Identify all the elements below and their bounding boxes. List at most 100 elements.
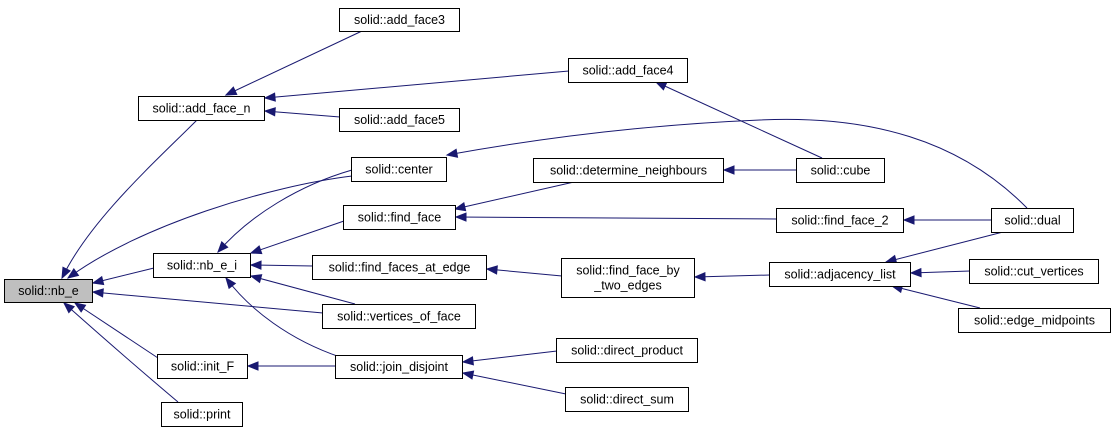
node-cut_vertices[interactable]: solid::cut_vertices [969, 259, 1099, 284]
node-add_face4[interactable]: solid::add_face4 [568, 58, 688, 83]
node-init_F[interactable]: solid::init_F [157, 354, 248, 379]
edge-dual-to-adjacency_list [884, 231, 1004, 264]
edge-line [217, 169, 353, 253]
arrowhead [461, 370, 475, 380]
edge-vertices_of_face-to-nb_e_i [249, 274, 356, 305]
node-find_face[interactable]: solid::find_face [343, 205, 456, 230]
node-dual[interactable]: solid::dual [991, 208, 1074, 233]
node-label: solid::cut_vertices [984, 265, 1083, 279]
node-label: solid::vertices_of_face [337, 310, 461, 324]
edge-add_face3-to-add_face_n [224, 30, 363, 96]
edges-layer [61, 30, 1028, 403]
node-label: solid::cube [811, 164, 871, 178]
edge-line [63, 302, 179, 403]
node-label: solid::join_disjoint [350, 360, 449, 374]
edge-determine_neighbours-to-find_face [453, 181, 575, 212]
arrowhead [445, 148, 459, 158]
node-box [991, 208, 1074, 233]
arrowhead [453, 202, 467, 212]
arrowhead [461, 356, 474, 366]
node-label: solid::init_F [171, 360, 235, 374]
node-label: solid::print [174, 408, 231, 422]
edge-line [225, 277, 341, 358]
node-label: solid::find_faces_at_edge [329, 261, 471, 275]
node-label: solid::add_face_n [153, 102, 251, 116]
node-direct_sum[interactable]: solid::direct_sum [565, 387, 689, 412]
edge-line [462, 372, 567, 395]
node-add_face_n[interactable]: solid::add_face_n [138, 96, 265, 121]
edge-vertices_of_face-to-nb_e [91, 288, 324, 314]
arrowhead [263, 92, 276, 102]
node-box [153, 253, 251, 278]
node-box [969, 259, 1099, 284]
edge-direct_sum-to-join_disjoint [461, 370, 567, 395]
edge-cube-to-add_face4 [654, 81, 823, 159]
node-determine_neighbours[interactable]: solid::determine_neighbours [533, 158, 724, 183]
node-box [533, 158, 724, 183]
node-box [339, 108, 460, 132]
node-label: solid::direct_product [571, 344, 683, 358]
node-box [556, 338, 698, 363]
node-find_face_by_two_edges[interactable]: solid::find_face_by_two_edges [561, 258, 695, 298]
node-label: solid::direct_sum [580, 393, 674, 407]
edge-init_F-to-nb_e [73, 302, 159, 359]
node-join_disjoint[interactable]: solid::join_disjoint [335, 355, 463, 379]
edge-center-to-nb_e [66, 175, 353, 279]
node-box [161, 402, 243, 427]
arrowhead [693, 271, 706, 282]
node-direct_product[interactable]: solid::direct_product [556, 338, 698, 363]
node-nb_e[interactable]: solid::nb_e [4, 279, 93, 303]
arrowhead [249, 245, 263, 255]
edge-line [455, 216, 778, 220]
node-add_face3[interactable]: solid::add_face3 [339, 8, 460, 32]
node-box [568, 58, 688, 83]
node-label: solid::nb_e_i [167, 259, 237, 273]
node-label: solid::find_face_by [576, 264, 680, 278]
arrowhead [224, 86, 238, 96]
node-find_face_2[interactable]: solid::find_face_2 [776, 208, 904, 233]
edge-find_faces_at_edge-to-nb_e_i [249, 260, 314, 270]
node-cube[interactable]: solid::cube [796, 158, 885, 183]
node-box [335, 355, 463, 379]
node-nb_e_i[interactable]: solid::nb_e_i [153, 253, 251, 278]
arrowhead [454, 212, 467, 222]
edge-nb_e_i-to-nb_e [91, 267, 155, 286]
edge-line [694, 274, 771, 278]
arrowhead [246, 361, 259, 371]
edge-add_face4-to-add_face_n [263, 70, 570, 102]
edge-join_disjoint-to-nb_e_i [225, 276, 341, 358]
arrowhead [217, 241, 229, 254]
node-edge_midpoints[interactable]: solid::edge_midpoints [958, 308, 1111, 333]
edge-line [655, 81, 823, 159]
node-box [565, 387, 689, 412]
edge-line [250, 275, 356, 305]
edge-add_face_n-to-nb_e [61, 119, 198, 280]
node-box [343, 205, 456, 230]
node-center[interactable]: solid::center [351, 157, 447, 182]
edge-join_disjoint-to-init_F [246, 361, 336, 371]
edge-dual-to-center [445, 118, 1028, 209]
edge-line [891, 285, 981, 309]
node-box [958, 308, 1111, 333]
edge-edge_midpoints-to-adjacency_list [890, 283, 981, 309]
node-box [796, 158, 885, 183]
node-label: solid::determine_neighbours [550, 164, 707, 178]
node-label: solid::add_face4 [582, 64, 673, 78]
node-label: solid::add_face5 [354, 113, 445, 127]
node-box [776, 208, 904, 233]
edge-line [885, 231, 1004, 263]
node-print[interactable]: solid::print [161, 402, 243, 427]
edge-line [454, 181, 575, 210]
node-adjacency_list[interactable]: solid::adjacency_list [769, 262, 911, 287]
edge-line [74, 302, 159, 359]
arrowhead [249, 260, 262, 270]
edge-cube-to-determine_neighbours [722, 165, 797, 175]
edge-add_face5-to-add_face_n [263, 107, 341, 118]
node-vertices_of_face[interactable]: solid::vertices_of_face [322, 304, 476, 329]
node-add_face5[interactable]: solid::add_face5 [339, 108, 460, 132]
edge-print-to-nb_e [62, 302, 179, 403]
node-find_faces_at_edge[interactable]: solid::find_faces_at_edge [312, 255, 487, 280]
arrowhead [61, 266, 71, 280]
node-box [4, 279, 93, 303]
